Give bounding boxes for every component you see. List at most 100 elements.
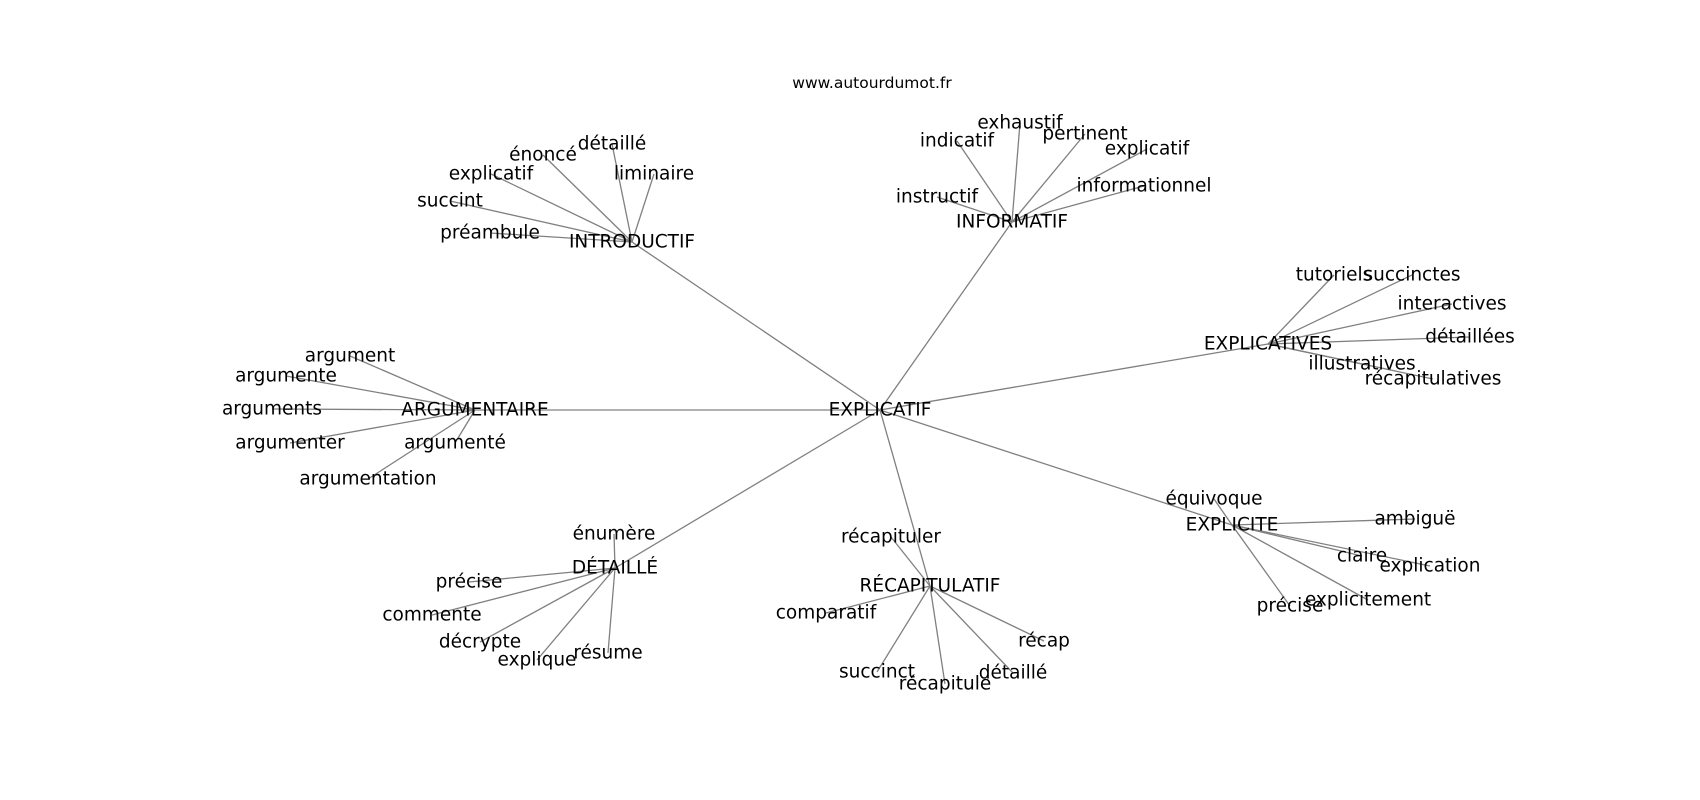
leaf-node-explicatives-2: interactives	[1398, 294, 1507, 315]
edge-explicite-4	[1231, 524, 1369, 601]
edge-center-recapitulatif	[879, 409, 931, 587]
leaf-node-detaille-3: décrypte	[439, 632, 521, 653]
edge-detaille-4	[536, 567, 616, 661]
leaf-node-introductif-1: détaillé	[578, 134, 647, 155]
leaf-node-introductif-3: liminaire	[614, 164, 694, 185]
edge-recapitulatif-4	[929, 585, 946, 685]
edge-argumentaire-1	[285, 375, 476, 411]
edge-explicatives-1	[1267, 274, 1413, 345]
leaf-node-argumentaire-1: argumente	[235, 366, 337, 387]
leaf-node-explicatives-5: récapitulatives	[1365, 369, 1502, 390]
leaf-node-explicatives-0: tutoriels	[1296, 265, 1372, 286]
edge-explicite-5	[1231, 524, 1291, 607]
edge-introductif-3	[631, 173, 655, 243]
edge-center-explicatives	[879, 343, 1269, 411]
hub-node-recapitulatif: RÉCAPITULATIF	[860, 575, 1001, 597]
leaf-node-introductif-2: explicatif	[449, 164, 534, 185]
edge-center-explicite	[879, 409, 1233, 526]
edge-argumentaire-4	[454, 409, 476, 444]
edge-informatif-2	[1011, 133, 1086, 223]
edge-informatif-0	[1011, 122, 1021, 223]
leaf-node-explicite-4: explicitement	[1305, 590, 1431, 611]
leaf-node-informatif-2: pertinent	[1042, 124, 1127, 145]
edge-informatif-4	[936, 196, 1013, 223]
leaf-node-informatif-0: exhaustif	[977, 113, 1063, 134]
leaf-node-detaille-4: explique	[498, 650, 577, 671]
edge-recapitulatif-5	[929, 585, 1014, 674]
edge-argumentaire-5	[367, 409, 476, 480]
leaf-node-argumentaire-0: argument	[305, 346, 395, 367]
labels-layer: www.autourdumot.fr EXPLICATIF INTRODUCTIF…	[222, 74, 1515, 695]
edge-argumentaire-3	[289, 409, 476, 444]
leaf-node-argumentaire-4: argumenté	[404, 433, 506, 454]
edge-detaille-5	[607, 567, 616, 654]
edge-center-informatif	[879, 221, 1013, 411]
edge-center-detaille	[614, 409, 881, 569]
leaf-node-recapitulatif-2: récap	[1018, 631, 1070, 652]
leaf-node-introductif-0: énoncé	[509, 145, 577, 166]
edge-informatif-1	[956, 140, 1013, 223]
leaf-node-explicite-2: claire	[1337, 546, 1387, 567]
edge-recapitulatif-3	[876, 585, 931, 673]
leaf-node-argumentaire-5: argumentation	[299, 469, 436, 490]
edge-recapitulatif-2	[929, 585, 1045, 642]
hub-node-argumentaire: ARGUMENTAIRE	[401, 400, 548, 421]
edge-explicite-3	[1231, 524, 1431, 567]
leaf-node-explicite-1: ambiguë	[1374, 509, 1455, 530]
edge-explicatives-2	[1267, 303, 1453, 345]
leaf-node-recapitulatif-3: succinct	[839, 662, 915, 683]
leaf-node-detaille-5: résume	[573, 643, 642, 664]
edge-informatif-5	[1011, 185, 1145, 223]
edge-recapitulatif-1	[825, 585, 931, 614]
edge-explicite-1	[1231, 518, 1416, 526]
leaf-node-recapitulatif-0: récapituler	[841, 527, 941, 548]
edge-detaille-0	[613, 533, 616, 569]
leaf-node-recapitulatif-5: détaillé	[979, 663, 1048, 684]
leaf-node-argumentaire-3: argumenter	[235, 433, 345, 454]
edge-center-introductif	[631, 241, 881, 411]
hub-node-explicite: EXPLICITE	[1186, 515, 1279, 536]
edge-argumentaire-2	[271, 408, 476, 411]
hub-node-informatif: INFORMATIF	[956, 212, 1068, 233]
watermark-text: www.autourdumot.fr	[792, 74, 952, 92]
leaf-node-recapitulatif-1: comparatif	[776, 603, 877, 624]
edge-introductif-4	[449, 200, 633, 243]
leaf-node-introductif-5: préambule	[440, 223, 540, 244]
leaf-node-explicite-0: équivoque	[1165, 489, 1262, 510]
edge-introductif-1	[611, 143, 633, 243]
leaf-node-detaille-2: commente	[382, 605, 481, 626]
leaf-node-explicite-5: précise	[1257, 596, 1324, 617]
edge-introductif-0	[542, 154, 633, 243]
edge-detaille-2	[431, 567, 616, 616]
leaf-node-argumentaire-2: arguments	[222, 399, 322, 420]
leaf-node-recapitulatif-4: récapitule	[899, 674, 991, 695]
edge-explicatives-0	[1267, 274, 1335, 345]
edge-explicatives-5	[1267, 343, 1434, 380]
leaf-node-introductif-4: succint	[417, 191, 483, 212]
edge-detaille-1	[468, 567, 616, 583]
edge-detaille-3	[479, 567, 616, 643]
edge-explicite-0	[1213, 498, 1233, 526]
leaf-node-explicatives-1: succinctes	[1363, 265, 1460, 286]
leaf-node-explicite-3: explication	[1380, 556, 1481, 577]
leaf-node-explicatives-4: illustratives	[1308, 354, 1415, 375]
center-node-label: EXPLICATIF	[829, 400, 932, 421]
leaf-node-informatif-1: indicatif	[920, 131, 995, 152]
leaf-node-detaille-1: précise	[436, 572, 503, 593]
leaf-node-informatif-4: instructif	[896, 187, 979, 208]
hub-node-detaille: DÉTAILLÉ	[572, 557, 658, 579]
edge-explicatives-3	[1267, 336, 1471, 345]
hub-node-explicatives: EXPLICATIVES	[1204, 334, 1332, 355]
edge-introductif-2	[490, 173, 633, 243]
edge-informatif-3	[1011, 148, 1148, 223]
leaf-node-detaille-0: énumère	[573, 524, 656, 545]
leaf-node-explicatives-3: détaillées	[1425, 327, 1515, 348]
leaf-node-informatif-3: explicatif	[1105, 139, 1190, 160]
edge-explicite-2	[1231, 524, 1363, 557]
edge-argumentaire-0	[349, 355, 476, 411]
hub-node-introductif: INTRODUCTIF	[569, 232, 695, 253]
edges-layer	[271, 122, 1471, 685]
edge-recapitulatif-0	[890, 536, 931, 587]
edge-introductif-5	[489, 232, 633, 243]
